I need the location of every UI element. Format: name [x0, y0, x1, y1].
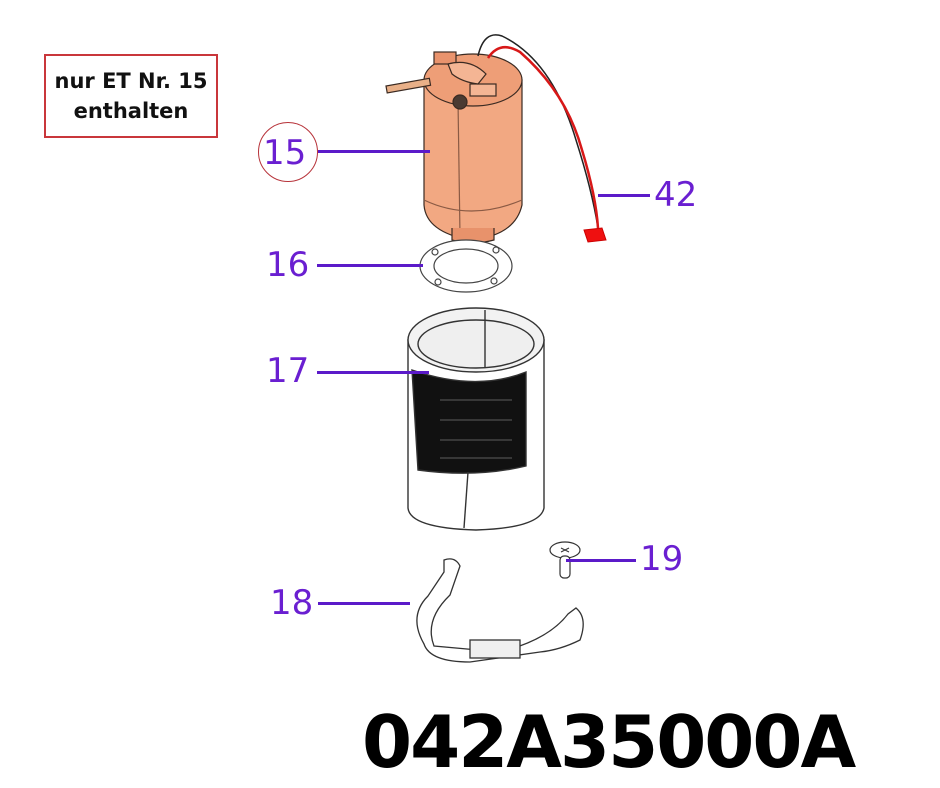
leader-line-17 [317, 371, 429, 374]
part-42-cable [477, 34, 607, 243]
leader-line-42 [598, 194, 650, 197]
part-15-motor [385, 51, 523, 244]
callout-18: 18 [270, 583, 314, 623]
callout-15: 15 [263, 133, 307, 173]
leader-line-16 [317, 264, 423, 267]
part-19-screw [549, 541, 581, 579]
callout-17: 17 [266, 351, 310, 391]
part-17-cylinder [407, 307, 545, 531]
part-16-gasket [419, 239, 513, 293]
part-18-bracket [416, 558, 584, 663]
callout-42: 42 [654, 175, 698, 215]
note-box: nur ET Nr. 15 enthalten [44, 54, 218, 138]
note-line-2: enthalten [73, 99, 189, 123]
leader-line-19 [566, 559, 636, 562]
part-number: 042A35000A [362, 700, 856, 784]
callout-16: 16 [266, 245, 310, 285]
callout-19: 19 [640, 539, 684, 579]
note-line-1: nur ET Nr. 15 [54, 69, 208, 93]
leader-line-18 [318, 602, 410, 605]
highlight-circle-15 [258, 122, 318, 182]
leader-line-15 [318, 150, 430, 153]
